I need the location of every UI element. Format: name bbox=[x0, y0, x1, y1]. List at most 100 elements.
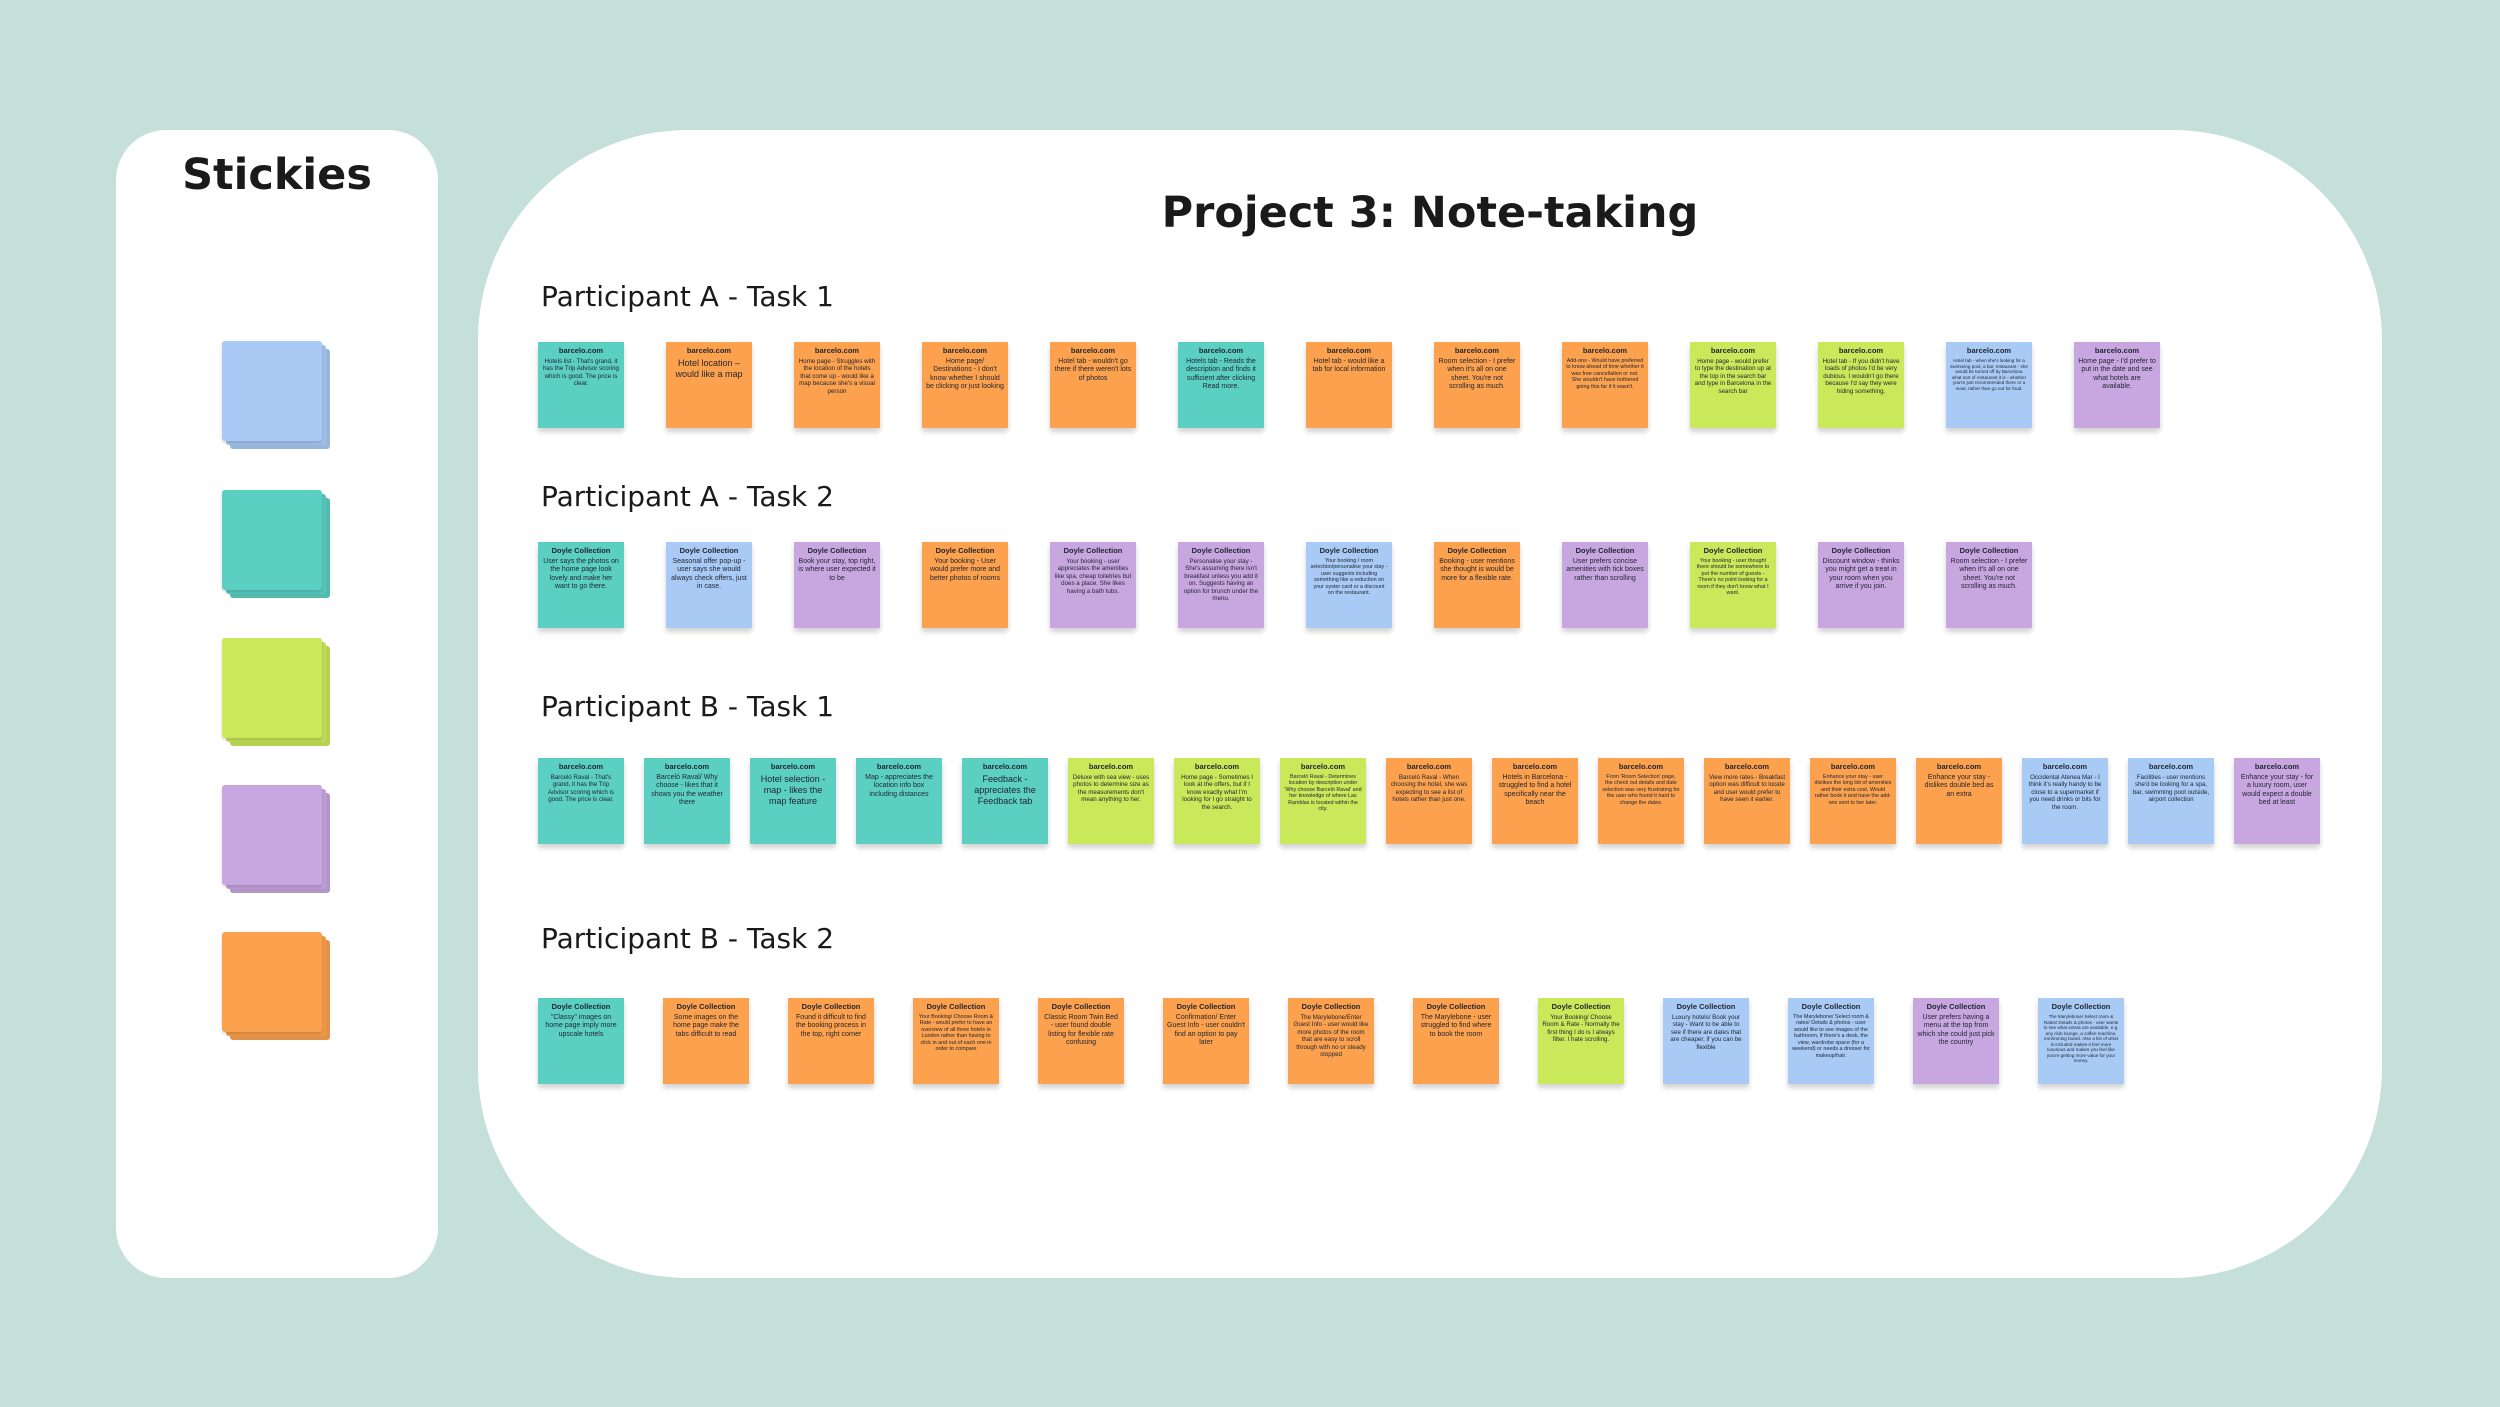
sticky-note-header: Doyle Collection bbox=[935, 546, 995, 555]
sticky-note-header: Doyle Collection bbox=[551, 546, 611, 555]
sticky-pad-orange[interactable] bbox=[222, 932, 330, 1040]
sticky-note-header: Doyle Collection bbox=[1676, 1002, 1736, 1011]
sticky-note-text: User prefers concise amenities with tick… bbox=[1566, 558, 1644, 582]
sticky-pad-green[interactable] bbox=[222, 638, 330, 746]
sticky-note-text: Home page - I'd prefer to put in the dat… bbox=[2078, 358, 2156, 391]
sticky-note-header: Doyle Collection bbox=[1703, 546, 1763, 555]
sticky-note-text: Home page - Sometimes I look at the offe… bbox=[1181, 774, 1253, 811]
sticky-note-header: Doyle Collection bbox=[1447, 546, 1507, 555]
sticky-note-header: barcelo.com bbox=[1618, 762, 1664, 771]
sticky-note-header: barcelo.com bbox=[1512, 762, 1558, 771]
sticky-note-text: Home page - would prefer to type the des… bbox=[1694, 358, 1772, 395]
sticky-pad-teal[interactable] bbox=[222, 490, 330, 598]
sticky-note-text: Classic Room Twin Bed - user found doubl… bbox=[1044, 1014, 1118, 1047]
sticky-note-header: Doyle Collection bbox=[1959, 546, 2019, 555]
sticky-note-header: barcelo.com bbox=[2254, 762, 2300, 771]
sticky-note-header: barcelo.com bbox=[2094, 346, 2140, 355]
sticky-note-header: Doyle Collection bbox=[551, 1002, 611, 1011]
sticky-note-text: Deluxe with sea view - uses photos to de… bbox=[1072, 774, 1150, 804]
sticky-note-header: Doyle Collection bbox=[1319, 546, 1379, 555]
sticky-note-header: Doyle Collection bbox=[676, 1002, 736, 1011]
sticky-note-text: Hotels tab - Reads the description and f… bbox=[1186, 358, 1256, 391]
sticky-note-text: View more rates - Breakfast option was d… bbox=[1708, 774, 1786, 804]
sticky-note-text: Facilities - user mentions she'd be look… bbox=[2132, 774, 2210, 804]
sticky-note-header: barcelo.com bbox=[1838, 346, 1884, 355]
sticky-note-text: Discount window - thinks you might get a… bbox=[1822, 558, 1900, 591]
sticky-note-header: barcelo.com bbox=[1454, 346, 1500, 355]
sticky-pad-purple[interactable] bbox=[222, 785, 330, 893]
sticky-note[interactable]: Doyle Collection "Classy" images on home … bbox=[538, 998, 624, 1084]
sticky-note-header: barcelo.com bbox=[2148, 762, 2194, 771]
sticky-note-header: Doyle Collection bbox=[1063, 546, 1123, 555]
sticky-note-header: Doyle Collection bbox=[801, 1002, 861, 1011]
sticky-note-header: Doyle Collection bbox=[1551, 1002, 1611, 1011]
sticky-note-text: Barceló Raval - That's grand, it has the… bbox=[547, 774, 615, 804]
sticky-note-text: Your booking - User would prefer more an… bbox=[929, 558, 1001, 582]
sticky-note-text: "Classy" images on home page imply more … bbox=[545, 1014, 617, 1038]
sticky-note-text: Add-ons - Would have preferred to know a… bbox=[1566, 358, 1644, 390]
sticky-note-header: barcelo.com bbox=[2042, 762, 2088, 771]
sticky-note-header: Doyle Collection bbox=[1176, 1002, 1236, 1011]
sticky-note-header: barcelo.com bbox=[558, 762, 604, 771]
sticky-note-text: Enhance your stay - user dislikes the lo… bbox=[1814, 774, 1892, 806]
sticky-note-text: Confirmation/ Enter Guest Info - user co… bbox=[1167, 1014, 1245, 1047]
sticky-note-text: Book your stay, top right, is where user… bbox=[798, 558, 876, 582]
sticky-note-text: Map - appreciates the location info box … bbox=[865, 774, 933, 798]
sticky-pad-blue[interactable] bbox=[222, 341, 330, 449]
